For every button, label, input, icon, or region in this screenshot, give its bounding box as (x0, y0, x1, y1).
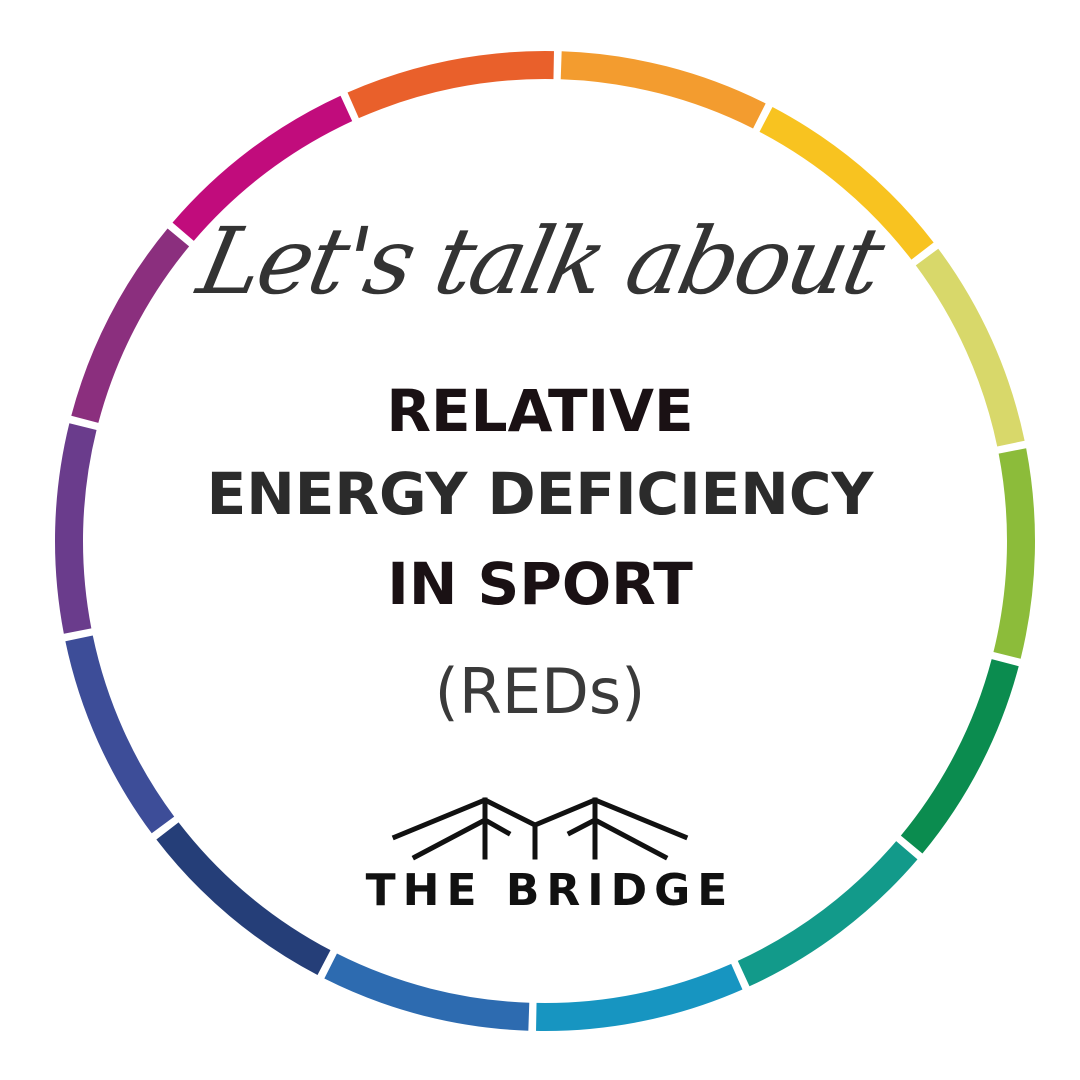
bridge-logo-icon (391, 797, 689, 861)
intro-script-text: Let's talk about (189, 208, 891, 315)
ring-segment (65, 635, 175, 834)
ring-segment (71, 228, 190, 423)
ring-segment (759, 107, 934, 260)
brand-name: THE BRIDGE (365, 865, 735, 916)
ring-segment (156, 822, 331, 975)
ring-segment (560, 51, 766, 129)
ring-segment (915, 248, 1025, 447)
acronym-text: (REDs) (434, 655, 646, 728)
headline-line-3: IN SPORT (387, 550, 693, 618)
ring-segment (172, 95, 353, 241)
ring-segment (55, 423, 97, 634)
ring-segment (347, 51, 554, 119)
ring-segment (993, 448, 1035, 659)
ring-segment (737, 841, 918, 987)
headline-line-2: ENERGY DEFICIENCY (206, 460, 874, 528)
ring-segment (536, 963, 743, 1031)
ring-segment (324, 953, 530, 1031)
headline-line-1: RELATIVE (386, 377, 694, 445)
ring-segment (900, 659, 1019, 854)
